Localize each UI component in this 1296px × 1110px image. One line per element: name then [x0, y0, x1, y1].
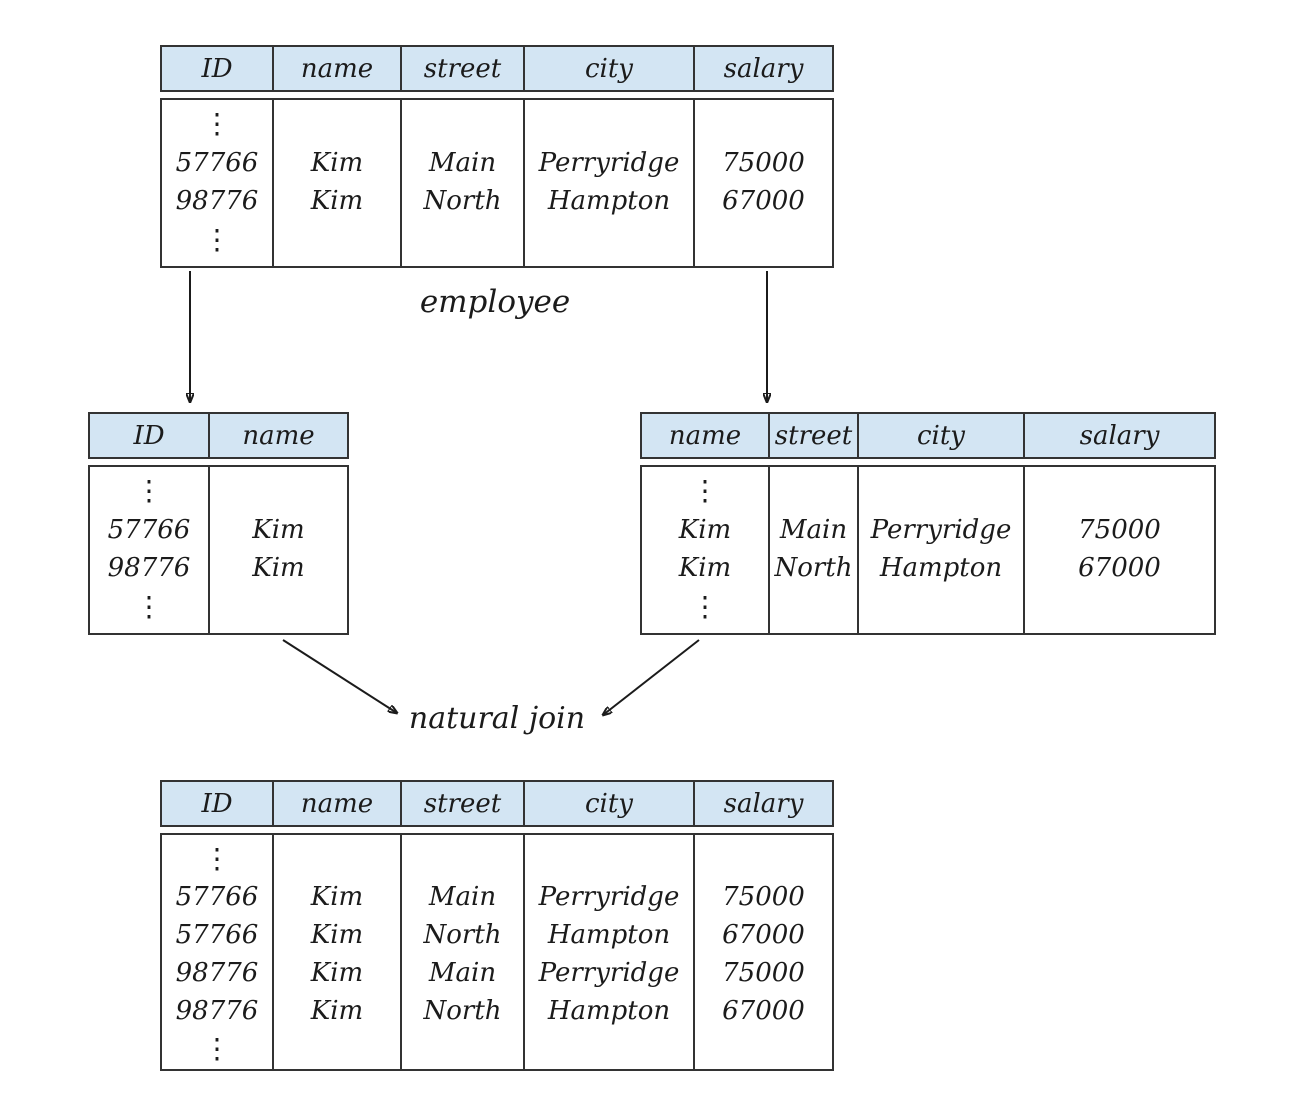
join_result-cell-ID-0: 57766: [175, 882, 259, 913]
employee-cell-salary-1: 67000: [722, 186, 805, 216]
join_result-header-name: name: [274, 782, 402, 825]
employee-table-caption: employee: [419, 284, 571, 320]
join_result-column-salary: 75000 67000 75000 67000: [695, 835, 832, 1069]
vertical-ellipsis: ⋮: [203, 107, 231, 140]
join_result-cell-name-0: Kim: [310, 882, 364, 913]
employee-header-ID: ID: [162, 47, 274, 90]
join_result-cell-city-1: Hampton: [547, 920, 671, 951]
employee-cell-city-0: Perryridge: [538, 148, 680, 178]
join_result-cell-ID-3: 98776: [175, 995, 259, 1026]
vertical-ellipsis: ⋮: [203, 223, 231, 256]
join_result-cell-street-1: North: [423, 920, 502, 951]
decomposition-left-header-row: ID name: [88, 412, 349, 459]
decomp_right-cell-name-0: Kim: [678, 515, 732, 545]
decomp_left-cell-ID-1: 98776: [107, 553, 191, 583]
decomp_left-header-name: name: [242, 420, 315, 451]
employee-header-name: name: [274, 47, 402, 90]
join_result-cell-salary-0: 75000: [722, 882, 805, 913]
join_result-header-salary: salary: [723, 788, 804, 819]
decomp_right-cell-salary-0: 75000: [1078, 515, 1161, 545]
decomp_right-cell-city-0: Perryridge: [870, 515, 1012, 545]
join_result-cell-salary-1: 67000: [722, 920, 805, 951]
decomp_right-header-name: name: [642, 414, 770, 457]
decomp_right-cell-street-0: Main: [779, 515, 848, 545]
decomp_right-cell-street-1: North: [774, 553, 853, 583]
join_result-cell-street-3: North: [423, 995, 502, 1026]
employee-header-city: city: [525, 47, 695, 90]
employee-header-street: street: [402, 47, 525, 90]
vertical-ellipsis: ⋮: [203, 1032, 231, 1066]
vertical-ellipsis: ⋮: [691, 474, 719, 507]
decomp_right-header-city: city: [859, 414, 1025, 457]
join_result-cell-name-2: Kim: [310, 957, 364, 988]
join_result-header-ID: ID: [162, 782, 274, 825]
decomp_right-header-salary: salary: [1079, 420, 1160, 451]
employee-cell-city-1: Hampton: [547, 186, 671, 216]
join_result-header-street: street: [402, 782, 525, 825]
join_result-cell-ID-2: 98776: [175, 957, 259, 988]
employee-column-ID: ⋮ 57766 98776 ⋮: [162, 100, 274, 266]
decomp_right-cell-name-1: Kim: [678, 553, 732, 583]
join_result-cell-salary-3: 67000: [722, 995, 805, 1026]
decomp_right-cell-city-1: Hampton: [879, 553, 1003, 583]
join_result-cell-ID-1: 57766: [175, 920, 259, 951]
decomp_right-header-street: street: [770, 414, 859, 457]
decomp_left-cell-name-1: Kim: [252, 553, 305, 583]
vertical-ellipsis: ⋮: [135, 590, 163, 623]
employee-cell-ID-0: 57766: [175, 148, 259, 178]
vertical-ellipsis: ⋮: [691, 590, 719, 623]
join_result-cell-city-0: Perryridge: [538, 882, 680, 913]
natural-join-label: natural join: [408, 701, 586, 736]
employee-cell-street-0: Main: [428, 148, 497, 178]
join_result-column-ID: ⋮ 57766 57766 98776 98776 ⋮: [162, 835, 274, 1069]
employee-header-salary: salary: [723, 53, 804, 84]
decomp_right-cell-salary-1: 67000: [1078, 553, 1161, 583]
decomp_left-cell-name-0: Kim: [252, 515, 305, 545]
employee-cell-ID-1: 98776: [175, 186, 259, 216]
employee-cell-name-1: Kim: [310, 186, 364, 216]
employee-cell-name-0: Kim: [310, 148, 364, 178]
vertical-ellipsis: ⋮: [203, 841, 231, 875]
vertical-ellipsis: ⋮: [135, 474, 163, 507]
join_result-cell-street-2: Main: [428, 957, 497, 988]
join_result-header-city: city: [525, 782, 695, 825]
employee-cell-salary-0: 75000: [722, 148, 805, 178]
join_result-cell-salary-2: 75000: [722, 957, 805, 988]
join_result-cell-street-0: Main: [428, 882, 497, 913]
join_result-cell-name-1: Kim: [310, 920, 364, 951]
join_result-cell-name-3: Kim: [310, 995, 364, 1026]
employee-cell-street-1: North: [423, 186, 502, 216]
decomp_left-cell-ID-0: 57766: [107, 515, 191, 545]
join_result-cell-city-3: Hampton: [547, 995, 671, 1026]
decomp_left-header-ID: ID: [90, 414, 210, 457]
employee-column-salary: 75000 67000: [695, 100, 832, 266]
join_result-cell-city-2: Perryridge: [538, 957, 680, 988]
decomp_left-column-ID: ⋮ 57766 98776 ⋮: [90, 467, 210, 633]
decomp_right-column-salary: 75000 67000: [1025, 467, 1214, 633]
